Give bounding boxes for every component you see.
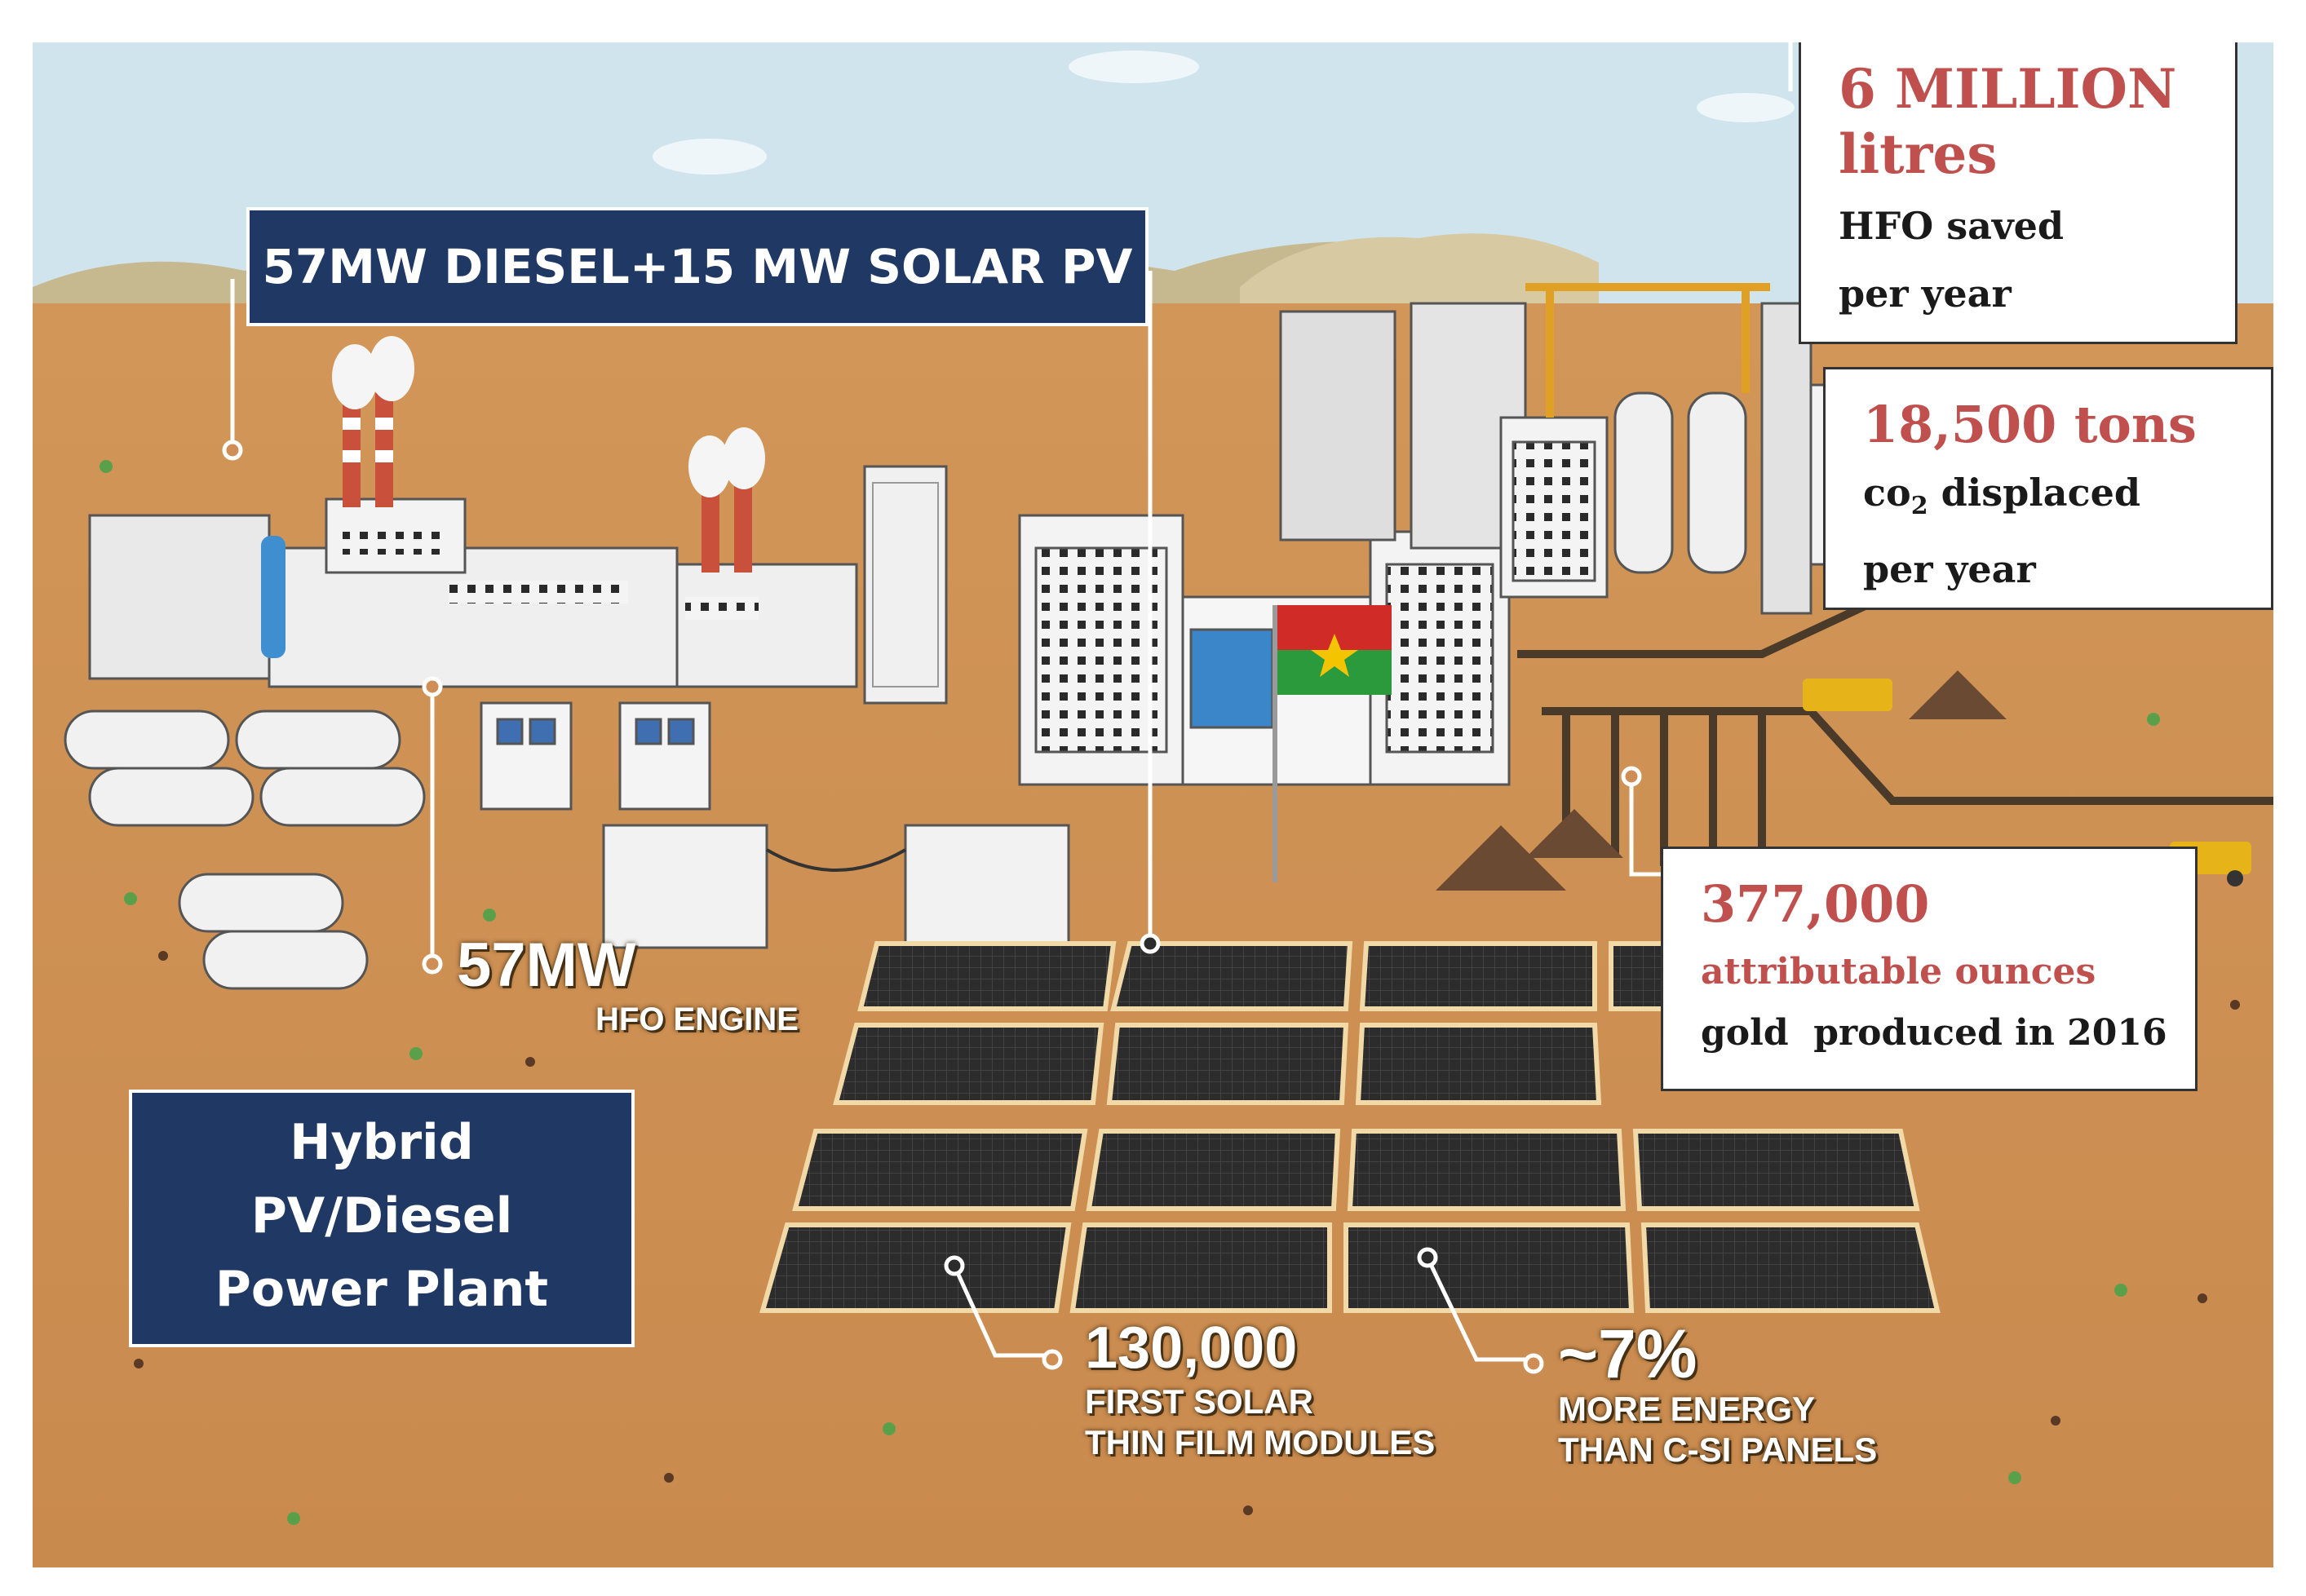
- shrubs: [100, 460, 2160, 1525]
- engine-callout: 57MW HFO ENGINE: [457, 931, 799, 1039]
- solar-panel: [1106, 1023, 1349, 1105]
- title-banner: 57MW DIESEL+15 MW SOLAR PV: [246, 207, 1149, 326]
- solar-panel: [833, 1023, 1104, 1105]
- ore-piles: [1436, 670, 2007, 891]
- energy-value: ~7%: [1558, 1315, 1697, 1392]
- engine-units: [480, 701, 1070, 949]
- engine-caption: HFO ENGINE: [595, 1001, 799, 1037]
- solar-panel: [857, 941, 1117, 1011]
- plant-label-line3: Power Plant: [215, 1261, 549, 1318]
- hfo-value: 6 MILLION: [1839, 57, 2177, 121]
- solar-panel: [792, 1129, 1088, 1211]
- diesel-plant: [88, 336, 948, 705]
- energy-callout: ~7% MORE ENERGY THAN C-SI PANELS: [1558, 1319, 1877, 1470]
- hfo-stat-box: 6 MILLION litres HFO saved per year: [1799, 42, 2237, 344]
- solar-panel: [759, 1222, 1072, 1313]
- solar-field: [759, 941, 1941, 1313]
- solar-panel: [1343, 1222, 1635, 1313]
- energy-caption2: THAN C-SI PANELS: [1558, 1430, 1878, 1469]
- cloud: [653, 139, 767, 175]
- co2-value: 18,500 tons: [1863, 395, 2197, 454]
- solar-panel: [1069, 1222, 1332, 1313]
- conveyors: [1517, 593, 2273, 866]
- pebbles: [134, 951, 2240, 1515]
- hills: [1240, 233, 1599, 320]
- gold-line1: attributable ounces: [1701, 951, 2096, 993]
- solar-panel: [1355, 1023, 1602, 1105]
- solar-panel: [1347, 1129, 1627, 1211]
- title-banner-text: 57MW DIESEL+15 MW SOLAR PV: [262, 239, 1133, 294]
- modules-value: 130,000: [1085, 1315, 1298, 1381]
- co2-line2: per year: [1863, 547, 2036, 592]
- burkina-faso-flag: [1273, 605, 1392, 882]
- solar-panel: [1632, 1129, 1920, 1211]
- co2-line1: co2 displaced: [1863, 456, 2271, 543]
- gold-line2: gold produced in 2016: [1701, 1012, 2167, 1054]
- co2-line1-pre: co: [1863, 471, 1911, 515]
- solar-panel: [1359, 941, 1597, 1011]
- energy-caption1: MORE ENERGY: [1558, 1390, 1816, 1428]
- modules-caption2: THIN FILM MODULES: [1085, 1423, 1436, 1461]
- solar-panel: [1086, 1129, 1341, 1211]
- modules-caption1: FIRST SOLAR: [1085, 1382, 1313, 1421]
- infographic-scene: 57MW DIESEL+15 MW SOLAR PV Hybrid PV/Die…: [33, 42, 2273, 1567]
- leader-lines: [222, 42, 1793, 1374]
- co2-stat-box: 18,500 tons co2 displaced per year: [1823, 367, 2273, 610]
- hfo-line2: per year: [1839, 272, 2012, 316]
- co2-subscript: 2: [1910, 492, 1928, 521]
- gold-value: 377,000: [1701, 874, 1930, 934]
- fuel-tanks: [64, 710, 426, 990]
- hfo-unit: litres: [1839, 122, 1998, 186]
- gold-stat-box: 377,000 attributable ounces gold produce…: [1661, 847, 2198, 1091]
- plant-label-line2: PV/Diesel: [250, 1187, 513, 1245]
- cloud: [1069, 51, 1199, 83]
- modules-callout: 130,000 FIRST SOLAR THIN FILM MODULES: [1085, 1315, 1435, 1463]
- processing-plant: [1279, 283, 1870, 615]
- solar-panel: [1110, 941, 1353, 1011]
- engine-value: 57MW: [457, 931, 636, 1000]
- plant-label-line1: Hybrid: [290, 1114, 474, 1171]
- plant-label: Hybrid PV/Diesel Power Plant: [129, 1090, 635, 1347]
- cloud: [1697, 93, 1795, 122]
- co2-line1-post: displaced: [1928, 471, 2141, 515]
- solar-panel: [1640, 1222, 1941, 1313]
- hfo-line1: HFO saved: [1839, 204, 2065, 248]
